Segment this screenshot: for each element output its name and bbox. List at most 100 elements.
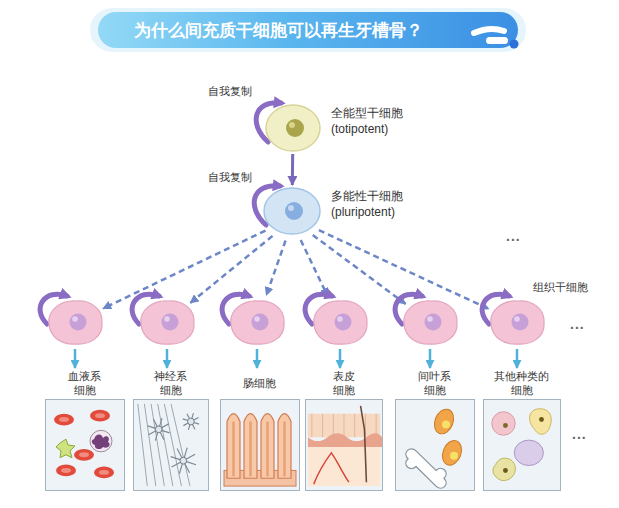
nucleus-highlight xyxy=(288,205,294,211)
cell-illustration-box xyxy=(305,399,383,491)
cell-shape xyxy=(265,104,321,152)
cell-illustration xyxy=(221,400,299,490)
annotation-label: 自我复制 xyxy=(208,84,252,99)
villus-core xyxy=(283,422,286,477)
title-text: 为什么间充质干细胞可以再生牙槽骨？ xyxy=(134,19,423,42)
nerve-fiber xyxy=(171,404,190,486)
dermis xyxy=(308,447,380,486)
tissue-stem-cell xyxy=(138,297,196,347)
title-bar xyxy=(486,37,508,44)
red-cell-center xyxy=(59,417,69,422)
nucleus-highlight xyxy=(72,316,78,322)
nerve-fiber xyxy=(164,404,181,486)
cell-type-heading: 神经系细胞 xyxy=(153,370,189,397)
red-cell-center xyxy=(99,470,109,475)
mesenchymal-cell xyxy=(431,407,457,437)
red-cell-center xyxy=(61,468,71,473)
differentiation-arrow xyxy=(103,231,265,309)
basal-layer xyxy=(308,433,382,447)
cell-type-name: 神经系细胞 xyxy=(153,370,189,396)
intestinal-villus xyxy=(227,414,240,479)
cell-shape xyxy=(138,297,196,347)
cell-nucleus xyxy=(425,314,442,331)
cell-dot xyxy=(503,468,508,473)
intestinal-villus xyxy=(278,414,291,479)
villus-core xyxy=(266,422,269,477)
nucleus-highlight xyxy=(337,316,343,322)
neuron-body xyxy=(188,418,195,425)
cell-type-panel: 其他种类的细胞 xyxy=(483,370,561,491)
round-cell xyxy=(492,412,515,435)
white-blood-cell xyxy=(90,430,112,452)
cell-type-panel: 血液系细胞 xyxy=(45,370,125,491)
green-cell xyxy=(493,458,515,480)
red-cell-center xyxy=(95,413,105,418)
stem-cell: 全能型干细胞 (totipotent) xyxy=(265,104,321,152)
stem-cell-name: 多能性干细胞 (pluripotent) xyxy=(331,189,423,220)
cell-illustration-box xyxy=(483,399,561,491)
cell-illustration xyxy=(134,400,208,490)
cell-nucleus xyxy=(252,314,269,331)
cell-body xyxy=(314,301,367,344)
annotation-label: ... xyxy=(572,426,587,442)
cell-body xyxy=(266,105,320,151)
red-blood-cell xyxy=(56,465,76,477)
cell-body xyxy=(141,301,194,344)
cell-nucleus xyxy=(285,202,303,220)
cell-type-name: 间叶系细胞 xyxy=(417,370,453,396)
cell-shape xyxy=(401,297,459,347)
cell-type-panel: 表皮细胞 xyxy=(305,370,383,491)
cell-body xyxy=(264,188,320,234)
bone xyxy=(406,449,446,488)
lineage-arrow xyxy=(291,154,294,185)
tissue-stem-cell xyxy=(46,297,104,347)
nucleus-highlight xyxy=(514,316,520,322)
epidermis-cell-line xyxy=(333,414,334,437)
cell-illustration xyxy=(46,400,124,490)
cell-nucleus xyxy=(70,314,87,331)
cell-type-panel: 间叶系细胞 xyxy=(395,370,475,491)
cell-nucleus xyxy=(286,119,304,137)
lavender-cell xyxy=(514,440,543,465)
title-swoosh xyxy=(474,29,504,33)
villus-core xyxy=(249,422,252,477)
red-blood-cell xyxy=(74,449,94,461)
cell-illustration-box xyxy=(133,399,209,491)
differentiation-arrow xyxy=(190,236,272,303)
nucleus-highlight xyxy=(427,316,433,322)
cell-shape xyxy=(46,297,104,347)
cell-illustration xyxy=(484,400,560,490)
nerve-fiber xyxy=(158,404,173,486)
nucleus-highlight xyxy=(254,316,260,322)
epidermis-cell-line xyxy=(354,414,355,437)
tissue-stem-cell xyxy=(228,297,286,347)
nerve-fiber xyxy=(151,404,164,486)
annotation-label: 自我复制 xyxy=(208,170,252,185)
yellow-cell xyxy=(530,409,552,434)
title-glow xyxy=(90,8,526,52)
cell-type-name: 其他种类的细胞 xyxy=(493,370,551,396)
cell-illustration-box xyxy=(45,399,125,491)
cell-type-panel: 神经系细胞 xyxy=(133,370,209,491)
epidermis-cell-line xyxy=(322,414,323,437)
mesenchymal-nucleus xyxy=(442,421,450,429)
cell-dot xyxy=(539,417,544,422)
cell-nucleus xyxy=(162,314,179,331)
differentiation-arrow xyxy=(301,240,328,296)
cell-type-name: 肠细胞 xyxy=(243,377,276,390)
red-blood-cell xyxy=(54,414,74,426)
cell-type-heading: 表皮细胞 xyxy=(331,370,356,397)
cell-type-heading: 间叶系细胞 xyxy=(417,370,453,397)
cell-shape xyxy=(311,297,369,347)
neuron-body xyxy=(155,426,162,433)
title-banner: 为什么间充质干细胞可以再生牙槽骨？ xyxy=(98,12,518,48)
differentiation-arrow xyxy=(266,240,285,295)
hair xyxy=(361,406,367,482)
villus-core xyxy=(232,422,235,477)
cell-type-name: 血液系细胞 xyxy=(67,370,103,396)
red-blood-cell xyxy=(94,467,114,479)
annotation-label: ... xyxy=(570,316,585,332)
maturation-arrow xyxy=(74,349,77,368)
maturation-arrow xyxy=(516,349,519,368)
nerve-fiber xyxy=(144,404,155,486)
